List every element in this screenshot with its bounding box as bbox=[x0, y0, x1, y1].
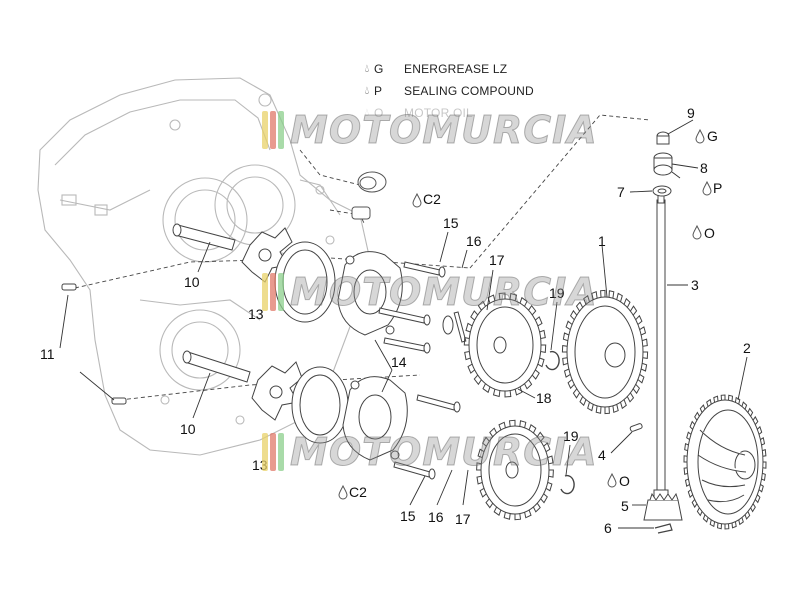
leader-lines bbox=[59, 119, 748, 529]
callout-9: 9 bbox=[687, 105, 695, 121]
watermark-stripes bbox=[262, 111, 284, 149]
watermark-top: MOTOMURCIA bbox=[262, 108, 598, 153]
legend-row-grease: 💧︎ G ENERGREASE LZ bbox=[360, 58, 534, 80]
oil-drop-icon: 💧︎ bbox=[364, 84, 370, 97]
callout-14: 14 bbox=[391, 354, 407, 370]
bushing-upper bbox=[351, 171, 387, 220]
pump-body-lower bbox=[291, 366, 349, 444]
callout-6: 6 bbox=[604, 520, 612, 536]
callout-3-oil: O bbox=[704, 225, 715, 241]
dowel-pins bbox=[61, 283, 127, 405]
gear-teeth bbox=[463, 289, 767, 530]
lubricant-legend: 💧︎ G ENERGREASE LZ 💧︎ P SEALING COMPOUND… bbox=[360, 58, 534, 124]
legend-text: MOTOR OIL bbox=[404, 106, 473, 120]
callout-labels: 9 G 8 P 7 O 1 3 2 4 O 5 6 19 19 18 17 17… bbox=[40, 105, 751, 536]
pin-shaft-upper bbox=[172, 223, 236, 251]
washers bbox=[442, 311, 467, 343]
callout-2: 2 bbox=[743, 340, 751, 356]
callout-c2-upper: C2 bbox=[423, 191, 441, 207]
legend-row-sealing: 💧︎ P SEALING COMPOUND bbox=[360, 80, 534, 102]
watermark-text: MOTOMURCIA bbox=[290, 430, 598, 475]
clip-six bbox=[654, 523, 673, 534]
legend-row-oil: 💧︎ O MOTOR OIL bbox=[360, 102, 534, 124]
watermark-stripes bbox=[262, 273, 284, 311]
legend-code: O bbox=[374, 106, 384, 120]
legend-text: SEALING COMPOUND bbox=[404, 84, 534, 98]
pump-cover-lower bbox=[342, 376, 408, 461]
gear-one bbox=[566, 296, 644, 408]
callout-11: 11 bbox=[40, 346, 55, 362]
callout-7: 7 bbox=[617, 184, 625, 200]
watermark-text: MOTOMURCIA bbox=[290, 108, 598, 153]
callout-19-lower: 19 bbox=[563, 428, 579, 444]
seal-stack bbox=[652, 131, 673, 197]
callout-8: 8 bbox=[700, 160, 708, 176]
watermark-stripes bbox=[262, 433, 284, 471]
callout-19-upper: 19 bbox=[549, 285, 565, 301]
callout-16-upper: 16 bbox=[466, 233, 482, 249]
callout-3: 3 bbox=[691, 277, 699, 293]
callout-1: 1 bbox=[598, 233, 606, 249]
legend-code: P bbox=[374, 84, 383, 98]
callout-10-lower: 10 bbox=[180, 421, 196, 437]
bevel-gear-two bbox=[686, 399, 764, 525]
shaft-three bbox=[653, 194, 669, 507]
callout-16-lower: 16 bbox=[428, 509, 444, 525]
gear-tooth-ring bbox=[683, 394, 767, 530]
oil-drop-icon: 💧︎ bbox=[364, 106, 370, 119]
watermark-middle: MOTOMURCIA bbox=[262, 270, 598, 315]
callout-17-lower: 17 bbox=[455, 511, 471, 527]
callout-8-sealant: P bbox=[713, 180, 722, 196]
gear-tooth-ring bbox=[463, 292, 547, 398]
oil-drop-icon: 💧︎ bbox=[364, 62, 370, 75]
watermark-bottom: MOTOMURCIA bbox=[262, 430, 598, 475]
pin-shaft-lower bbox=[182, 350, 251, 383]
watermark-text: MOTOMURCIA bbox=[290, 270, 598, 315]
pinion-five bbox=[643, 492, 683, 521]
legend-code: G bbox=[374, 62, 384, 76]
callout-4: 4 bbox=[598, 447, 606, 463]
gear-upper bbox=[468, 298, 542, 392]
callout-15-lower: 15 bbox=[400, 508, 416, 524]
legend-text: ENERGREASE LZ bbox=[404, 62, 508, 76]
gear-tooth-ring bbox=[476, 419, 554, 521]
callout-18: 18 bbox=[536, 390, 552, 406]
circlips bbox=[545, 350, 575, 495]
callout-5: 5 bbox=[621, 498, 629, 514]
callout-c2-lower: C2 bbox=[349, 484, 367, 500]
callout-15-upper: 15 bbox=[443, 215, 459, 231]
callout-17-upper: 17 bbox=[489, 252, 505, 268]
key-four bbox=[629, 423, 643, 432]
callout-5-oil: O bbox=[619, 473, 630, 489]
screws bbox=[378, 261, 461, 480]
gear-tooth-ring bbox=[561, 289, 649, 415]
callout-13-upper: 13 bbox=[248, 306, 264, 322]
callout-9-grease: G bbox=[707, 128, 718, 144]
callout-10-upper: 10 bbox=[184, 274, 200, 290]
